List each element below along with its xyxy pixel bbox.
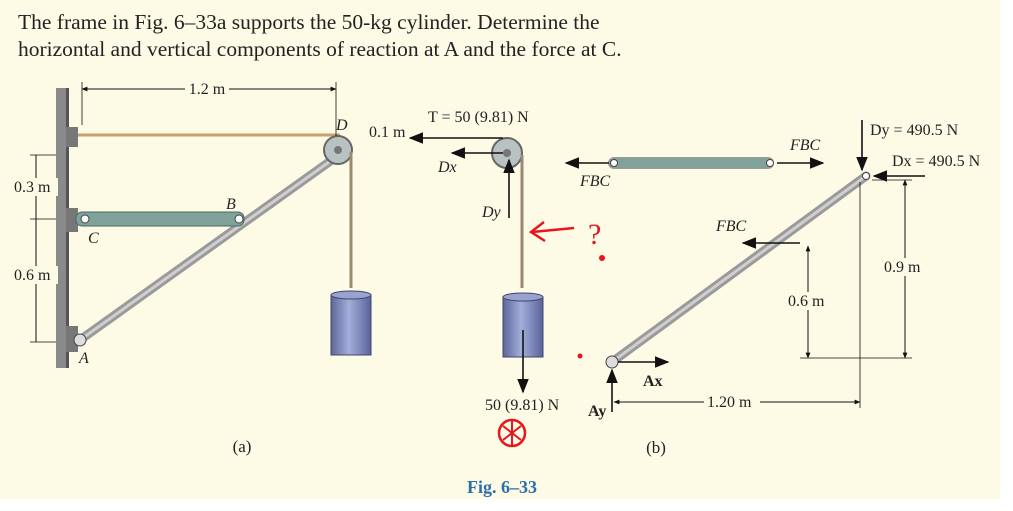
wall [56,88,68,368]
member-abd-highlight [78,150,345,342]
pin-a-fbd [605,355,619,369]
problem-statement: The frame in Fig. 6–33a supports the 50-… [18,9,718,63]
red-dot-2 [577,353,583,359]
red-star [502,421,522,445]
label-a: A [78,350,89,367]
dx-label: Dx [437,159,457,176]
dim-09-bg [882,258,928,276]
pulley-d-hub [334,146,342,154]
dx-value-label: Dx = 490.5 N [892,153,981,170]
dim-left-upper-bg [12,178,58,196]
dim-top: 1.2 m [189,81,226,98]
caption-a: (a) [233,437,252,456]
dim-120: 1.20 m [707,394,752,411]
cylinder-a-top [330,290,372,300]
link-cb [75,211,245,227]
ay-label: Ay [588,403,606,420]
red-arrow-shaft [531,226,575,234]
dim-120-bg [704,393,760,411]
textbook-panel [0,0,1000,499]
link-bc-pin-left [610,159,618,167]
weight-label: 50 (9.81) N [485,397,560,414]
dim-left-lower-bg [12,266,58,284]
dim-left-upper: 0.3 m [14,179,51,196]
dim-09: 0.9 m [884,259,921,276]
dim-top-bg [185,80,229,96]
label-b: B [226,196,236,213]
ax-label: Ax [643,373,663,390]
cylinder-b-top [502,292,544,302]
pin-d-fbd [862,172,870,180]
bracket-c [66,208,78,232]
problem-line-1: The frame in Fig. 6–33a supports the 50-… [18,10,600,34]
cylinder-a [330,294,372,356]
fbc-link-label: FBC [579,173,611,190]
caption-b: (b) [646,438,666,457]
figure-title: Fig. 6–33 [467,477,537,497]
member-fbd-highlight [610,174,868,364]
pin-b [234,214,244,224]
pin-a [73,333,87,347]
label-c: C [88,230,99,247]
pulley-fbd-hub [503,149,511,157]
label-d: D [335,117,348,134]
dim-06: 0.6 m [788,293,825,310]
dim-radius: 0.1 m [369,124,406,141]
problem-line-2: horizontal and vertical components of re… [18,37,622,61]
figure-a: 1.2 m 0.3 m 0.6 m 0.1 m A B C D (a) [12,80,406,456]
dy-label: Dy [481,204,502,221]
fbc-member-label: FBC [715,218,747,235]
bracket-top [66,127,78,147]
link-bc-pin-right [766,159,774,167]
dy-value-label: Dy = 490.5 N [870,122,959,139]
red-arrow-head [528,221,546,243]
red-question-mark: ? [588,218,601,251]
figure-b: T = 50 (9.81) N Dx Dy 50 (9.81) N ? FBC … [408,109,981,457]
red-dot-1 [599,255,605,261]
dim-06-bg [786,292,832,310]
fbc-upper-label: FBC [789,137,821,154]
pin-c [80,214,90,224]
tension-label: T = 50 (9.81) N [428,109,529,126]
bracket-a [66,326,78,352]
red-circle [497,418,527,448]
dim-left-lower: 0.6 m [14,267,51,284]
